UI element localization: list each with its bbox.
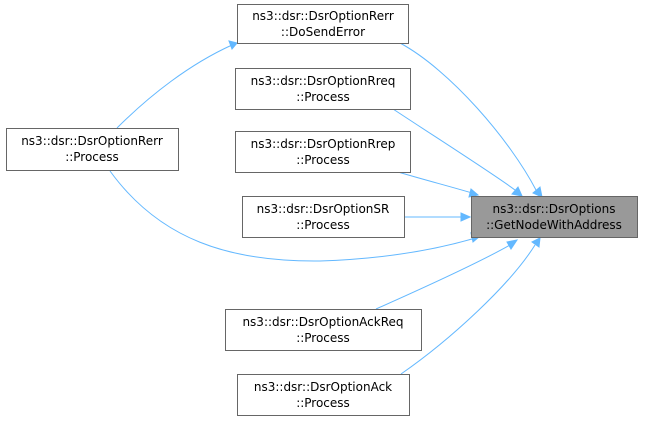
edge-arrowhead (468, 188, 480, 198)
node-dsroptionrreq-process[interactable]: ns3::dsr::DsrOptionRreq ::Process (235, 68, 411, 110)
node-dsroptions-getnodewithaddress[interactable]: ns3::dsr::DsrOptions ::GetNodeWithAddres… (471, 196, 638, 238)
node-label-line2: ::DoSendError (281, 25, 365, 39)
node-label-line1: ns3::dsr::DsrOptionRrep (251, 137, 396, 151)
node-label-line1: ns3::dsr::DsrOptionRreq (251, 74, 396, 88)
node-dsroptionrrep-process[interactable]: ns3::dsr::DsrOptionRrep ::Process (235, 131, 411, 173)
edge-rerr-process-to-dosenderror (116, 44, 233, 129)
node-label-line1: ns3::dsr::DsrOptionAckReq (242, 315, 403, 329)
node-label-line2: ::Process (296, 396, 350, 410)
edge-arrowhead (228, 40, 238, 50)
node-dsroptionrerr-process[interactable]: ns3::dsr::DsrOptionRerr ::Process (6, 128, 179, 171)
edge-ack-to-target (400, 244, 536, 375)
node-label-line1: ns3::dsr::DsrOptionSR (257, 202, 390, 216)
node-label-line1: ns3::dsr::DsrOptionRerr (252, 9, 394, 23)
edge-rrep-to-target (397, 171, 473, 194)
node-label-line1: ns3::dsr::DsrOptionRerr (21, 134, 163, 148)
edge-arrowhead (532, 186, 543, 198)
node-dsroptionackreq-process[interactable]: ns3::dsr::DsrOptionAckReq ::Process (225, 309, 422, 351)
edge-arrowhead (460, 212, 472, 222)
edge-arrowhead (531, 237, 541, 248)
edge-dosenderror-to-target (399, 42, 537, 191)
node-label-line2: ::GetNodeWithAddress (486, 218, 622, 232)
edge-ackreq-to-target (375, 244, 511, 310)
node-dsroptionsr-process[interactable]: ns3::dsr::DsrOptionSR ::Process (242, 196, 405, 238)
edge-rerr-process-to-target (109, 170, 473, 262)
node-label-line2: ::Process (65, 150, 119, 164)
node-label-line2: ::Process (296, 331, 350, 345)
edge-rreq-to-target (392, 108, 516, 191)
edge-arrowhead (506, 239, 519, 250)
node-label-line2: ::Process (296, 218, 350, 232)
node-label-line2: ::Process (296, 153, 350, 167)
node-label-line1: ns3::dsr::DsrOptionAck (254, 380, 392, 394)
node-dsroptionrerr-dosenderror[interactable]: ns3::dsr::DsrOptionRerr ::DoSendError (237, 4, 409, 44)
edge-arrowhead (511, 186, 523, 197)
node-dsroptionack-process[interactable]: ns3::dsr::DsrOptionAck ::Process (237, 374, 410, 416)
node-label-line1: ns3::dsr::DsrOptions (493, 202, 616, 216)
node-label-line2: ::Process (296, 90, 350, 104)
